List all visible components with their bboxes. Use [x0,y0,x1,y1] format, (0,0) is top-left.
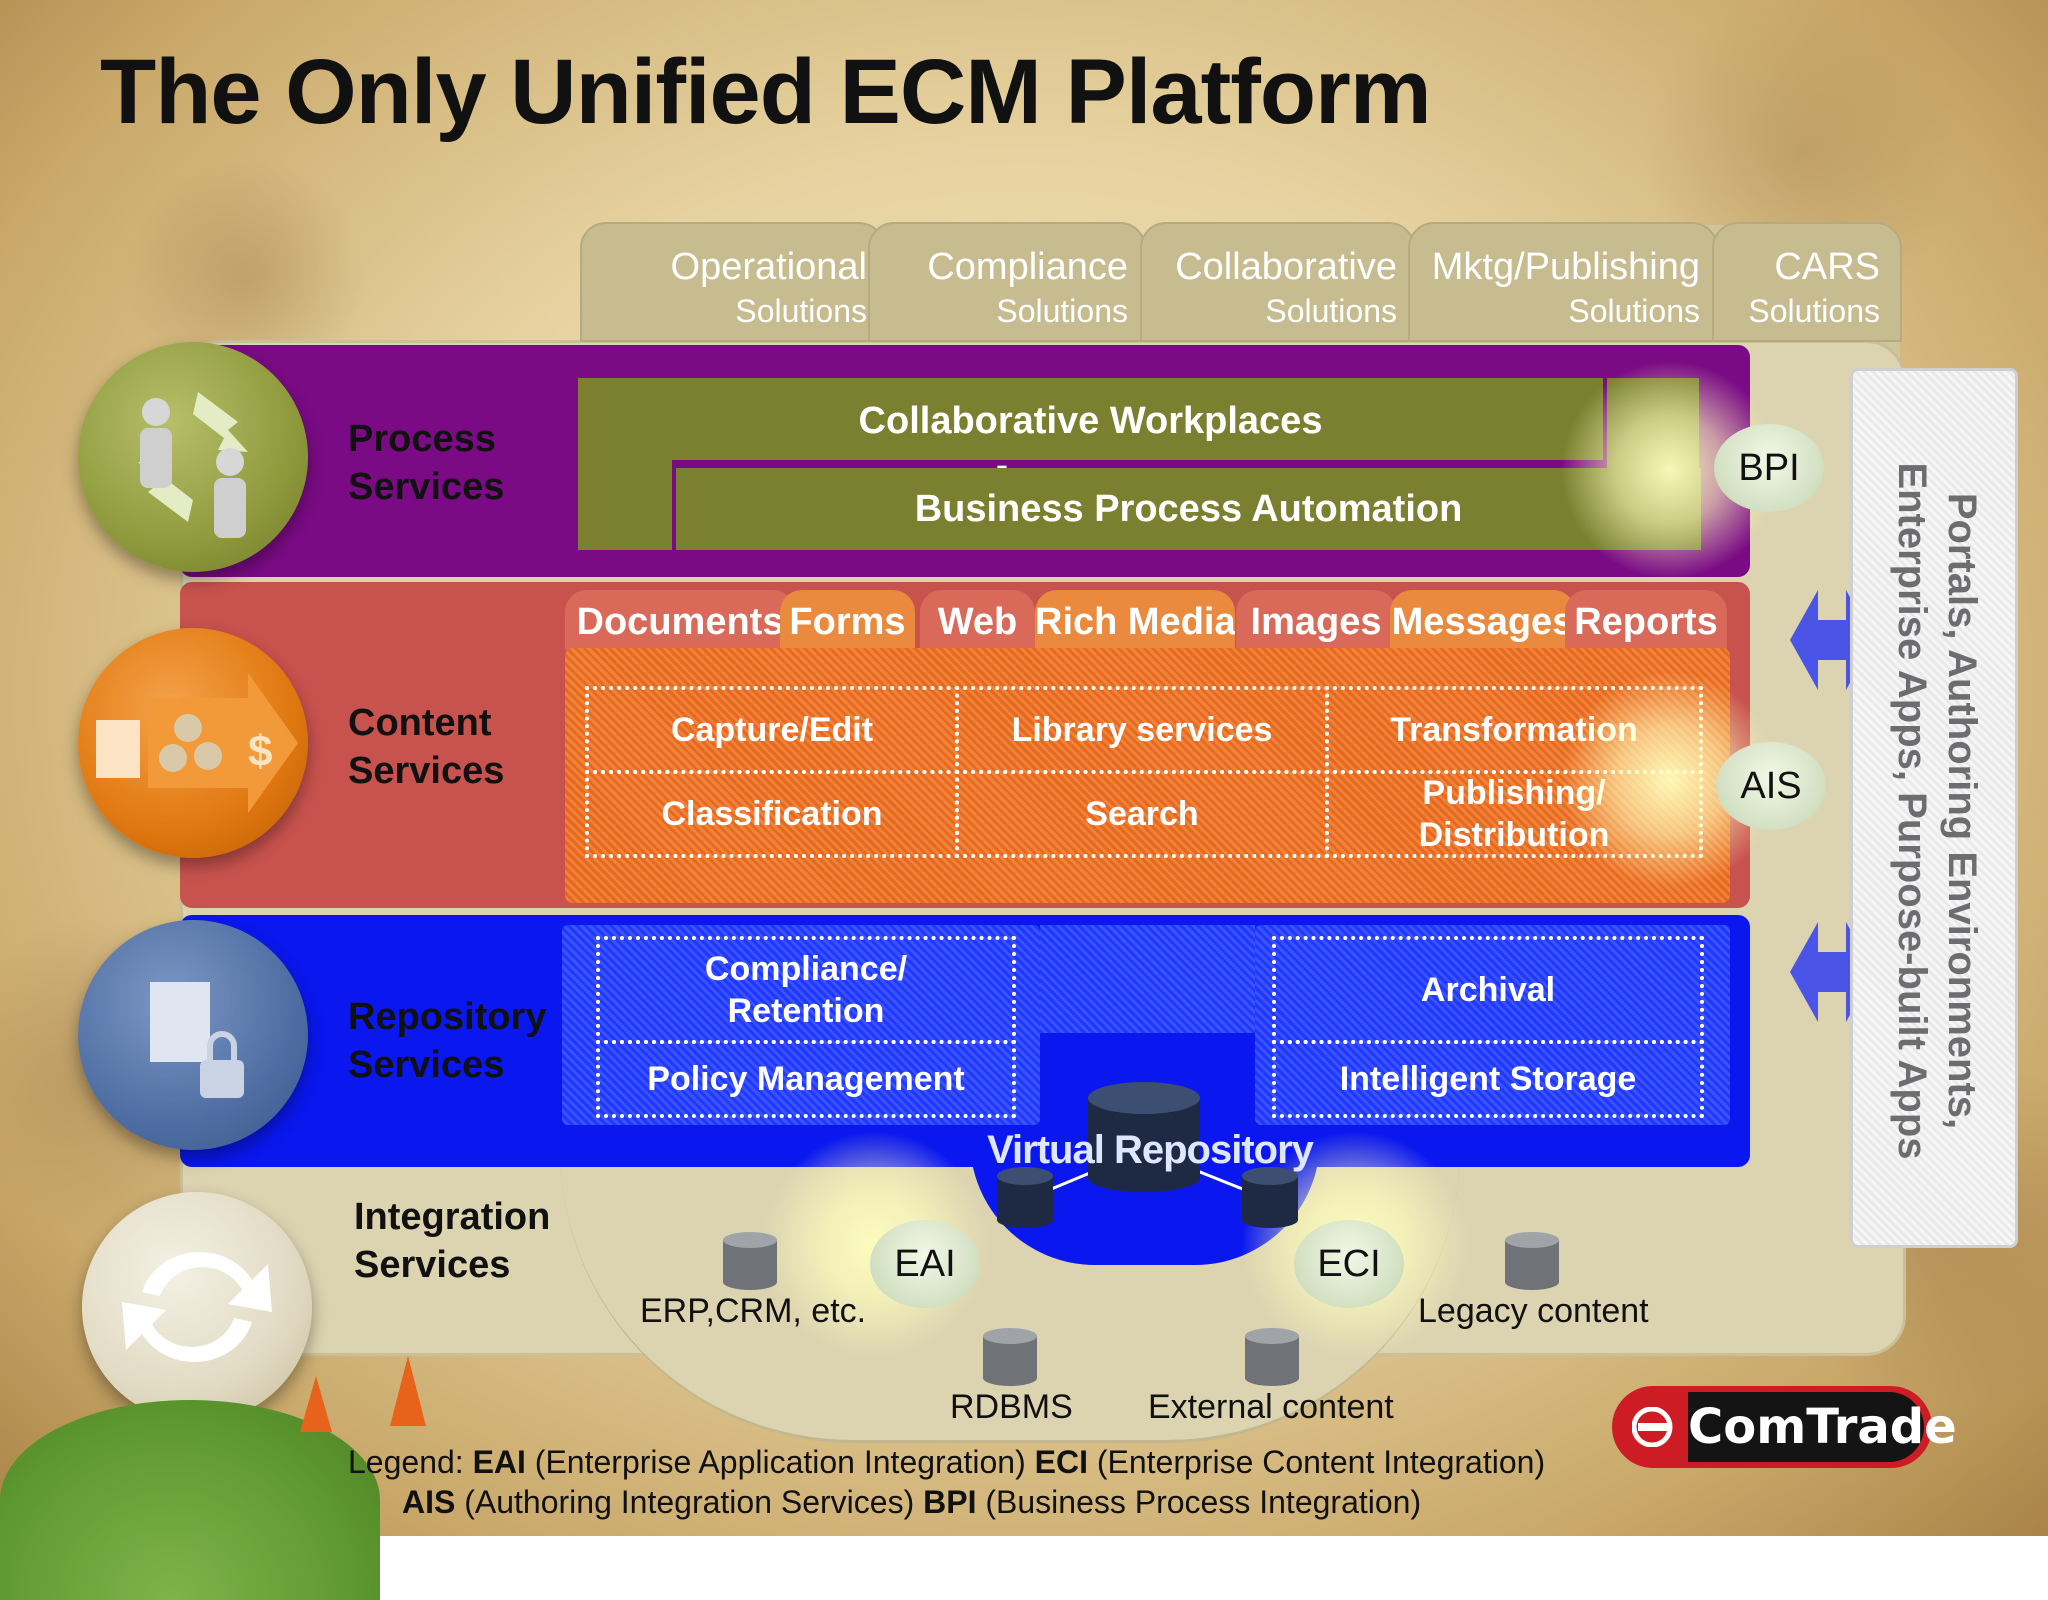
tab-cars-solutions[interactable]: CARS Solutions [1712,222,1902,342]
label-line: Content [348,702,492,744]
tab-subtitle: Solutions [1265,293,1397,329]
ais-badge[interactable]: AIS [1716,742,1826,830]
capture-edit-cell[interactable]: Capture/Edit [585,686,959,774]
comtrade-logo: ComTrade [1612,1386,1957,1468]
intelligent-storage-cell[interactable]: Intelligent Storage [1272,1040,1704,1118]
legend-ais: AIS [402,1484,456,1520]
label-line: Repository [348,996,547,1038]
tab-subtitle: Solutions [1748,293,1880,329]
rdbms-label: RDBMS [950,1388,1073,1426]
external-content-database-icon [1245,1328,1299,1386]
document-gears-money-icon: $ [96,673,298,813]
tab-title: Collaborative [1175,246,1397,288]
business-process-automation-box[interactable]: Business Process Automation [676,468,1701,550]
legacy-content-database-icon [1505,1232,1559,1290]
traffic-cone-icons [300,1356,426,1432]
bpi-badge[interactable]: BPI [1714,424,1824,512]
repository-services-icon [78,920,308,1150]
policy-management-cell[interactable]: Policy Management [596,1040,1016,1118]
portal-line: Enterprise Apps, Purpose-built Apps [1890,462,1934,1160]
tab-rich-media[interactable]: Rich Media [1035,590,1235,650]
eai-badge[interactable]: EAI [870,1220,980,1308]
repository-right-grid [1255,925,1730,1125]
legend-bpi-desc: (Business Process Integration) [985,1484,1422,1520]
legend-ais-desc: (Authoring Integration Services) [464,1484,915,1520]
label-line: Services [348,466,505,508]
legend-line-1: Legend: EAI (Enterprise Application Inte… [348,1444,1545,1481]
collaborative-workplaces-box[interactable]: Collaborative Workplaces [578,378,1603,460]
tab-title: Compliance [927,246,1128,288]
tab-documents[interactable]: Documents [565,590,795,650]
process-services-icon [78,342,308,572]
erp-crm-label: ERP,CRM, etc. [640,1292,867,1330]
tab-web[interactable]: Web [920,590,1035,650]
small-database-icon [1242,1167,1298,1228]
legend-bpi: BPI [923,1484,977,1520]
tab-forms[interactable]: Forms [780,590,915,650]
repository-services-label: Repository Services [348,993,546,1089]
tab-operational-solutions[interactable]: Operational Solutions [580,222,885,342]
tab-title: Mktg/Publishing [1431,246,1700,288]
legend-line-2: AIS (Authoring Integration Services) BPI… [402,1484,1421,1521]
portals-text: Portals, Authoring Environments, Enterpr… [1887,371,1987,1251]
refresh-arrows-icon [122,1251,272,1363]
cell-line: Retention [727,992,885,1030]
legacy-content-label: Legacy content [1418,1292,1649,1330]
label-line: Services [348,750,505,792]
legend-eai-desc: (Enterprise Application Integration) [534,1444,1026,1480]
label-line: Services [354,1244,511,1286]
repository-left-grid [562,925,1040,1125]
portals-bar: Portals, Authoring Environments, Enterpr… [1850,368,2018,1248]
tab-compliance-solutions[interactable]: Compliance Solutions [868,222,1146,342]
rdbms-database-icon [983,1328,1037,1386]
classification-cell[interactable]: Classification [585,770,959,858]
integration-services-icon [82,1192,312,1422]
process-services-label: Process Services [348,415,504,511]
content-services-icon: $ [78,628,308,858]
erp-database-icon [723,1232,777,1290]
tab-title: Operational [670,246,867,288]
search-cell[interactable]: Search [955,770,1329,858]
legend-eci-desc: (Enterprise Content Integration) [1096,1444,1546,1480]
tab-images[interactable]: Images [1236,590,1396,650]
tab-subtitle: Solutions [1568,293,1700,329]
tab-title: CARS [1774,246,1880,288]
eci-badge[interactable]: ECI [1294,1220,1404,1308]
compliance-retention-cell[interactable]: Compliance/ Retention [596,936,1016,1044]
label-line: Services [348,1044,505,1086]
tab-messages[interactable]: Messages [1390,590,1575,650]
integration-services-label: Integration Services [354,1193,550,1289]
logo-mark-icon [1632,1407,1673,1447]
people-exchange-icon [138,392,248,538]
label-line: Process [348,418,496,460]
content-cells: Capture/Edit Library services Transforma… [585,686,1703,858]
tab-collaborative-solutions[interactable]: Collaborative Solutions [1140,222,1415,342]
tab-reports[interactable]: Reports [1565,590,1727,650]
page-title: The Only Unified ECM Platform [100,41,1432,143]
archival-cell[interactable]: Archival [1272,936,1704,1044]
tab-mktg-publishing-solutions[interactable]: Mktg/Publishing Solutions [1408,222,1718,342]
document-lock-icon [150,982,244,1098]
portal-line: Portals, Authoring Environments, [1940,492,1984,1130]
label-line: Integration [354,1196,551,1238]
external-content-label: External content [1148,1388,1394,1426]
cell-line: Compliance/ [704,950,908,988]
legend-prefix: Legend: [348,1444,464,1480]
svg-text:$: $ [248,727,272,776]
virtual-repository-label: Virtual Repository [987,1128,1314,1172]
repository-top-band [1040,925,1255,1033]
content-services-grid [565,648,1730,903]
library-services-cell[interactable]: Library services [955,686,1329,774]
olive-left-block [578,460,672,550]
legend-eai: EAI [472,1444,526,1480]
main-database-icon [1088,1082,1200,1192]
tab-subtitle: Solutions [996,293,1128,329]
small-database-icon [997,1167,1053,1228]
virtual-repository-graphic [997,1082,1298,1228]
legend-eci: ECI [1034,1444,1088,1480]
content-services-label: Content Services [348,699,504,795]
tab-subtitle: Solutions [735,293,867,329]
logo-text: ComTrade [1688,1392,1957,1462]
